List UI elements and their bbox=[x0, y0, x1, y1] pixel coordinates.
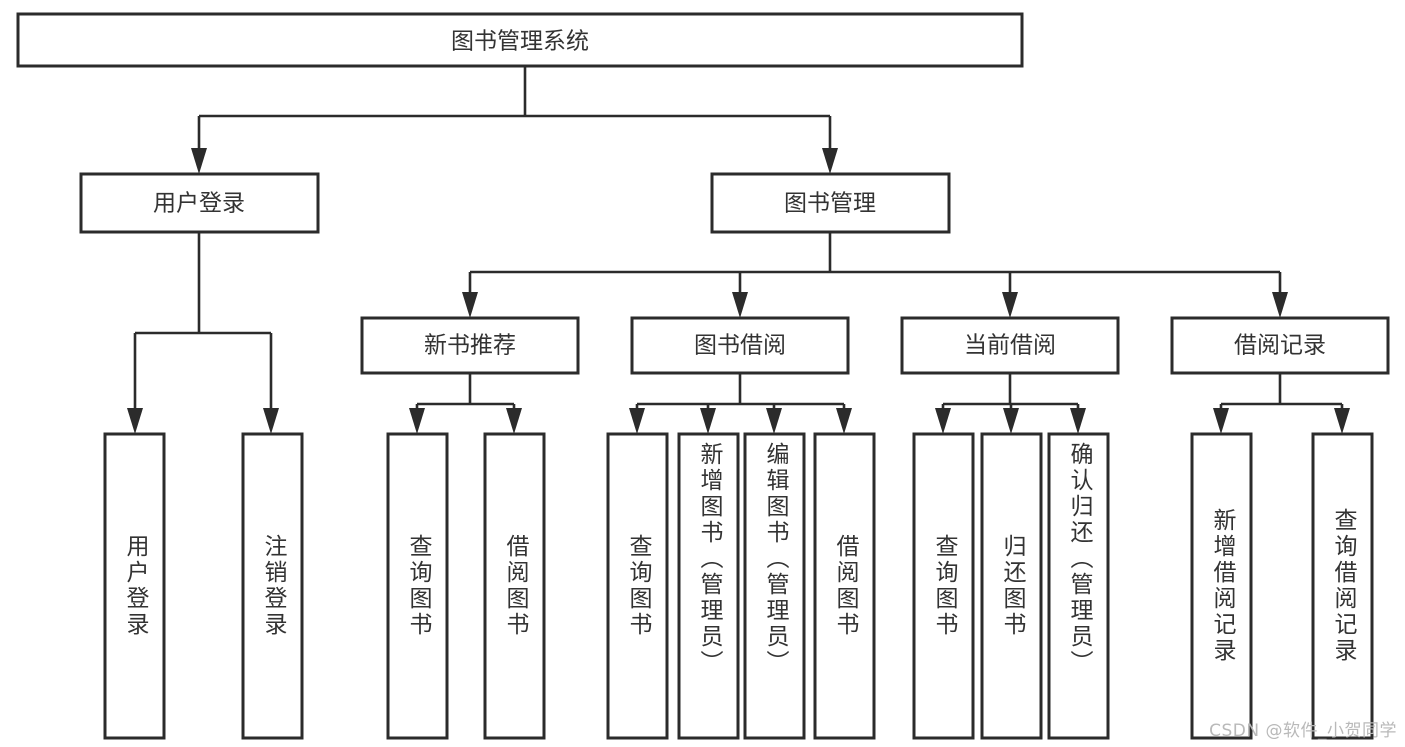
arrowhead-level3-1 bbox=[732, 292, 748, 318]
leaf-cell-new-book-0[interactable]: 查询图书 bbox=[388, 434, 447, 738]
leaf-box-current-borrow-0[interactable] bbox=[912, 432, 975, 740]
leaf-label-book-borrow-0: 查询图书 bbox=[625, 534, 651, 638]
leaf-label-borrow-record-1: 查询借阅记录 bbox=[1330, 508, 1356, 664]
node-box-current-borrow[interactable] bbox=[900, 316, 1120, 375]
node-box-new-book-recommend[interactable] bbox=[360, 316, 580, 375]
node-label-root: 图书管理系统 bbox=[451, 29, 589, 55]
leaf-box-book-borrow-0[interactable] bbox=[606, 432, 669, 740]
node-label-user-login: 用户登录 bbox=[153, 191, 245, 217]
arrowhead-leaf-currentborrow-0 bbox=[935, 408, 951, 434]
labels-horizontal-layer: 图书管理系统 用户登录 图书管理 新书推荐 图书借阅 当前借阅 借阅记录 bbox=[153, 29, 1326, 359]
arrowhead-leaf-bookborrow-0 bbox=[629, 408, 645, 434]
leaf-label-new-book-0: 查询图书 bbox=[405, 534, 431, 638]
leaf-cell-current-borrow-0[interactable]: 查询图书 bbox=[914, 434, 973, 738]
arrowhead-leaf-newbook-0 bbox=[409, 408, 425, 434]
node-box-root[interactable] bbox=[16, 12, 1024, 68]
leaf-cell-new-book-1[interactable]: 借阅图书 bbox=[485, 434, 544, 738]
leaf-label-new-book-1: 借阅图书 bbox=[502, 534, 528, 638]
node-label-new-book-recommend: 新书推荐 bbox=[424, 333, 516, 359]
leaf-cell-book-borrow-2[interactable]: 编辑图书（管理员） bbox=[745, 434, 804, 738]
leaf-cell-user-login-1[interactable]: 注销登录 bbox=[243, 434, 302, 738]
arrowhead-level3-2 bbox=[1002, 292, 1018, 318]
leaf-label-current-borrow-0: 查询图书 bbox=[931, 534, 957, 638]
arrowhead-leaf-bookborrow-3 bbox=[836, 408, 852, 434]
leaf-cell-book-borrow-3[interactable]: 借阅图书 bbox=[815, 434, 874, 738]
arrowhead-leaf-currentborrow-1 bbox=[1003, 408, 1019, 434]
arrowhead-leaf-user-login-1 bbox=[263, 408, 279, 434]
node-box-user-login[interactable] bbox=[79, 172, 320, 234]
leaf-box-book-borrow-3[interactable] bbox=[813, 432, 876, 740]
node-box-book-borrow[interactable] bbox=[630, 316, 850, 375]
node-label-borrow-record: 借阅记录 bbox=[1234, 333, 1326, 359]
leaf-label-user-login-1: 注销登录 bbox=[260, 534, 286, 638]
connectors-layer bbox=[127, 66, 1350, 434]
node-label-book-management: 图书管理 bbox=[784, 191, 876, 217]
leaf-box-book-borrow-1[interactable] bbox=[677, 432, 740, 740]
arrowhead-leaf-newbook-1 bbox=[506, 408, 522, 434]
arrowhead-book-manage bbox=[822, 148, 838, 174]
leaf-box-book-borrow-2[interactable] bbox=[743, 432, 806, 740]
leaf-box-current-borrow-2[interactable] bbox=[1047, 432, 1110, 740]
arrowhead-leaf-bookborrow-2 bbox=[766, 408, 782, 434]
leaf-box-new-book-0[interactable] bbox=[386, 432, 449, 740]
csdn-watermark: CSDN @软件_小贺同学 bbox=[1209, 721, 1397, 741]
arrowhead-leaf-borrowrecord-1 bbox=[1334, 408, 1350, 434]
leaf-label-user-login-0: 用户登录 bbox=[122, 534, 148, 638]
leaf-cell-borrow-record-0[interactable]: 新增借阅记录 bbox=[1192, 434, 1251, 738]
leaf-label-current-borrow-1: 归还图书 bbox=[999, 534, 1025, 638]
leaf-cell-book-borrow-0[interactable]: 查询图书 bbox=[608, 434, 667, 738]
arrowhead-level3-3 bbox=[1272, 292, 1288, 318]
leaf-box-user-login-0[interactable] bbox=[103, 432, 166, 740]
leaf-label-borrow-record-0: 新增借阅记录 bbox=[1209, 508, 1235, 664]
arrowhead-user-login bbox=[191, 148, 207, 174]
leaf-box-user-login-1[interactable] bbox=[241, 432, 304, 740]
boxes-layer bbox=[16, 12, 1390, 740]
leaf-cell-current-borrow-2[interactable]: 确认归还（管理员） bbox=[1049, 434, 1108, 738]
leaf-label-book-borrow-1: 新增图书（管理员） bbox=[696, 442, 722, 676]
leaf-box-borrow-record-0[interactable] bbox=[1190, 432, 1253, 740]
arrowhead-leaf-user-login-0 bbox=[127, 408, 143, 434]
leaf-cell-current-borrow-1[interactable]: 归还图书 bbox=[982, 434, 1041, 738]
leaf-label-book-borrow-2: 编辑图书（管理员） bbox=[762, 442, 788, 676]
leaf-label-current-borrow-2: 确认归还（管理员） bbox=[1066, 442, 1092, 676]
node-box-book-management[interactable] bbox=[710, 172, 951, 234]
leaf-cell-borrow-record-1[interactable]: 查询借阅记录 bbox=[1313, 434, 1372, 738]
leaf-box-current-borrow-1[interactable] bbox=[980, 432, 1043, 740]
leaf-label-book-borrow-3: 借阅图书 bbox=[832, 534, 858, 638]
node-label-current-borrow: 当前借阅 bbox=[964, 333, 1056, 359]
node-box-borrow-record[interactable] bbox=[1170, 316, 1390, 375]
arrowhead-leaf-currentborrow-2 bbox=[1070, 408, 1086, 434]
leaf-cell-user-login-0[interactable]: 用户登录 bbox=[105, 434, 164, 738]
arrowhead-leaf-bookborrow-1 bbox=[700, 408, 716, 434]
arrowhead-level3-0 bbox=[462, 292, 478, 318]
arrowhead-leaf-borrowrecord-0 bbox=[1213, 408, 1229, 434]
node-label-book-borrow: 图书借阅 bbox=[694, 333, 786, 359]
leaf-box-borrow-record-1[interactable] bbox=[1311, 432, 1374, 740]
leaf-cell-book-borrow-1[interactable]: 新增图书（管理员） bbox=[679, 434, 738, 738]
leaf-box-new-book-1[interactable] bbox=[483, 432, 546, 740]
